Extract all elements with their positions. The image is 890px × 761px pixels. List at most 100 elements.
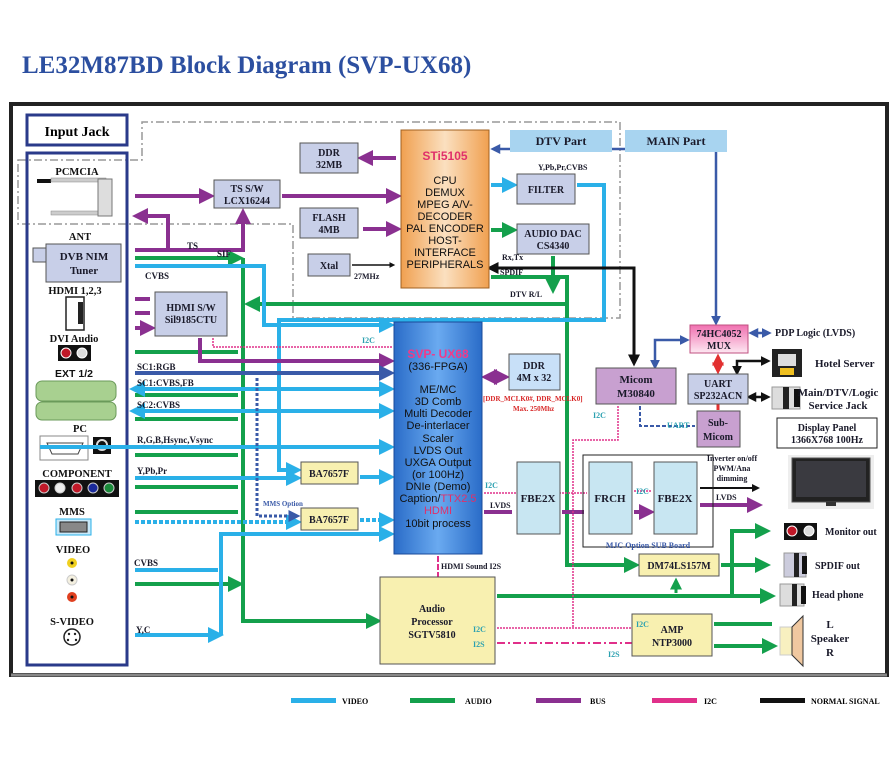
- svg-text:DM74LS157M: DM74LS157M: [647, 561, 711, 572]
- service-jack-label-2: Service Jack: [809, 400, 869, 412]
- pcmcia-icon: [37, 177, 113, 217]
- dtv-rl-label: DTV R/L: [510, 290, 542, 299]
- legend: VIDEO AUDIO BUS I2C NORMAL SIGNAL: [291, 697, 880, 706]
- svg-text:4M x 32: 4M x 32: [517, 373, 551, 384]
- svg-text:FBE2X: FBE2X: [521, 493, 556, 505]
- main-part-label: MAIN Part: [625, 130, 727, 152]
- pcmcia-label: PCMCIA: [55, 167, 99, 178]
- hdmi-label: HDMI 1,2,3: [48, 286, 101, 297]
- hdmi-switch-block: HDMI S/W Sil9185CTU: [154, 291, 228, 337]
- diagram-title: LE32M87BD Block Diagram (SVP-UX68): [22, 52, 472, 79]
- i2c-mjc-label: I2C: [636, 487, 649, 496]
- ext-label: EXT 1/2: [55, 368, 93, 380]
- 27mhz-label: 27MHz: [354, 272, 380, 281]
- svg-text:32MB: 32MB: [316, 160, 342, 171]
- monitor-out-label: Monitor out: [825, 527, 877, 538]
- svg-text:Sub-: Sub-: [708, 418, 728, 429]
- ba7657f-block-2: BA7657F: [300, 507, 359, 531]
- monitor-out-jacks-icon: [784, 523, 817, 540]
- tuner-label-1: DVB NIM: [60, 251, 109, 263]
- speaker-icon: [779, 614, 804, 668]
- svg-text:Display Panel: Display Panel: [798, 423, 857, 434]
- hotel-server-label: Hotel Server: [815, 358, 875, 370]
- svg-text:INTERFACE: INTERFACE: [414, 247, 476, 259]
- svg-text:SP232ACN: SP232ACN: [694, 391, 743, 402]
- svg-text:DDR: DDR: [523, 361, 545, 372]
- micom-block: Micom M30840: [595, 367, 677, 405]
- svg-text:Micom: Micom: [620, 374, 653, 386]
- svg-text:4MB: 4MB: [318, 225, 339, 236]
- component-jacks-icon: [35, 480, 119, 497]
- i2c-hdmi-label: I2C: [362, 336, 375, 345]
- svg-text:De-interlacer: De-interlacer: [407, 420, 470, 432]
- yc-label: Y,C: [136, 625, 150, 635]
- svg-text:SGTV5810: SGTV5810: [408, 630, 455, 641]
- svg-text:Audio: Audio: [419, 604, 445, 615]
- ddr-32mb-block: DDR 32MB: [299, 142, 359, 174]
- i2c-amp-label: I2C: [636, 620, 649, 629]
- svg-text:VIDEO: VIDEO: [342, 697, 368, 706]
- pc-rgb-label: R,G,B,Hsync,Vsync: [137, 435, 213, 445]
- ypbpr-cvbs-label: Y,Pb,Pr,CVBS: [538, 163, 588, 172]
- svg-text:FRCH: FRCH: [594, 493, 626, 505]
- svg-text:Micom: Micom: [703, 432, 734, 443]
- sc1-cvbs-label: SC1:CVBS,FB: [137, 378, 194, 388]
- svg-text:BUS: BUS: [590, 697, 606, 706]
- fbe2x-block-1: FBE2X: [516, 461, 561, 535]
- svg-text:Sil9185CTU: Sil9185CTU: [165, 315, 217, 326]
- speaker-left-label: L: [826, 619, 833, 631]
- svg-text:MUX: MUX: [707, 341, 732, 352]
- uart-block: UART SP232ACN: [687, 373, 749, 405]
- sif-label: SIF: [217, 249, 232, 259]
- svg-text:FLASH: FLASH: [312, 213, 346, 224]
- spdif-out-icon: [783, 552, 807, 578]
- ba7657f-block-1: BA7657F: [300, 461, 359, 485]
- svg-text:CS4340: CS4340: [537, 241, 570, 252]
- cvbs-tuner-label: CVBS: [145, 271, 169, 281]
- mjc-sub-board: [582, 454, 714, 548]
- svg-text:DDR: DDR: [318, 148, 340, 159]
- svg-text:FILTER: FILTER: [528, 185, 565, 196]
- legend-item-i2c: I2C: [652, 697, 717, 706]
- svp-ux68-block: SVP- UX68 (336-FPGA) ME/MC 3D Comb Multi…: [393, 321, 483, 555]
- i2c-lines: [212, 338, 652, 644]
- svg-text:Multi Decoder: Multi Decoder: [404, 408, 472, 420]
- svg-text:(or 100Hz): (or 100Hz): [412, 469, 464, 481]
- svg-text:MPEG A/V-: MPEG A/V-: [417, 199, 473, 211]
- svg-text:HDMI S/W: HDMI S/W: [166, 303, 215, 314]
- mms-label: MMS: [59, 507, 85, 518]
- video-label: VIDEO: [56, 545, 90, 556]
- ypbpr-label: Y,Pb,Pr: [137, 466, 167, 476]
- svg-text:1366X768 100Hz: 1366X768 100Hz: [791, 435, 864, 446]
- svg-text:HOST-: HOST-: [428, 235, 462, 247]
- signal-labels: TS SIF CVBS 27MHz Y,Pb,Pr,CVBS Rx,Tx SPD…: [134, 163, 757, 659]
- ddr-4m-block: DDR 4M x 32: [508, 353, 561, 391]
- svg-text:AUDIO: AUDIO: [465, 697, 492, 706]
- mux-block: 74HC4052 MUX: [689, 324, 749, 354]
- svg-text:Processor: Processor: [411, 617, 453, 628]
- headphone-label: Head phone: [812, 590, 864, 601]
- rca-av-jacks-icon: [66, 558, 78, 602]
- svg-text:74HC4052: 74HC4052: [697, 329, 742, 340]
- svg-text:NORMAL SIGNAL: NORMAL SIGNAL: [811, 697, 880, 706]
- mjc-board-label: MJC Option SUB Board: [606, 541, 691, 550]
- dvb-nim-tuner-box: [45, 243, 122, 283]
- speaker-label: Speaker: [811, 633, 850, 645]
- svg-text:PERIPHERALS: PERIPHERALS: [406, 259, 483, 271]
- svg-text:3D Comb: 3D Comb: [415, 396, 461, 408]
- input-jack-panel: [25, 151, 129, 667]
- i2c-svp-label: I2C: [485, 481, 498, 490]
- svg-text:UXGA Output: UXGA Output: [405, 457, 472, 469]
- svg-text:Caption/TTX2.5: Caption/TTX2.5: [399, 493, 476, 505]
- component-label: COMPONENT: [42, 469, 111, 480]
- pdp-logic-label: PDP Logic (LVDS): [775, 328, 855, 339]
- sc2-cvbs-label: SC2:CVBS: [137, 400, 180, 410]
- svg-text:MAIN Part: MAIN Part: [647, 134, 706, 148]
- svg-text:10bit process: 10bit process: [405, 518, 471, 530]
- ethernet-port-icon: [772, 349, 802, 377]
- legend-item-bus: BUS: [536, 697, 606, 706]
- frch-block: FRCH: [588, 461, 633, 535]
- usb-port-icon: [55, 518, 92, 536]
- i2s-audio-proc-label: I2S: [473, 640, 485, 649]
